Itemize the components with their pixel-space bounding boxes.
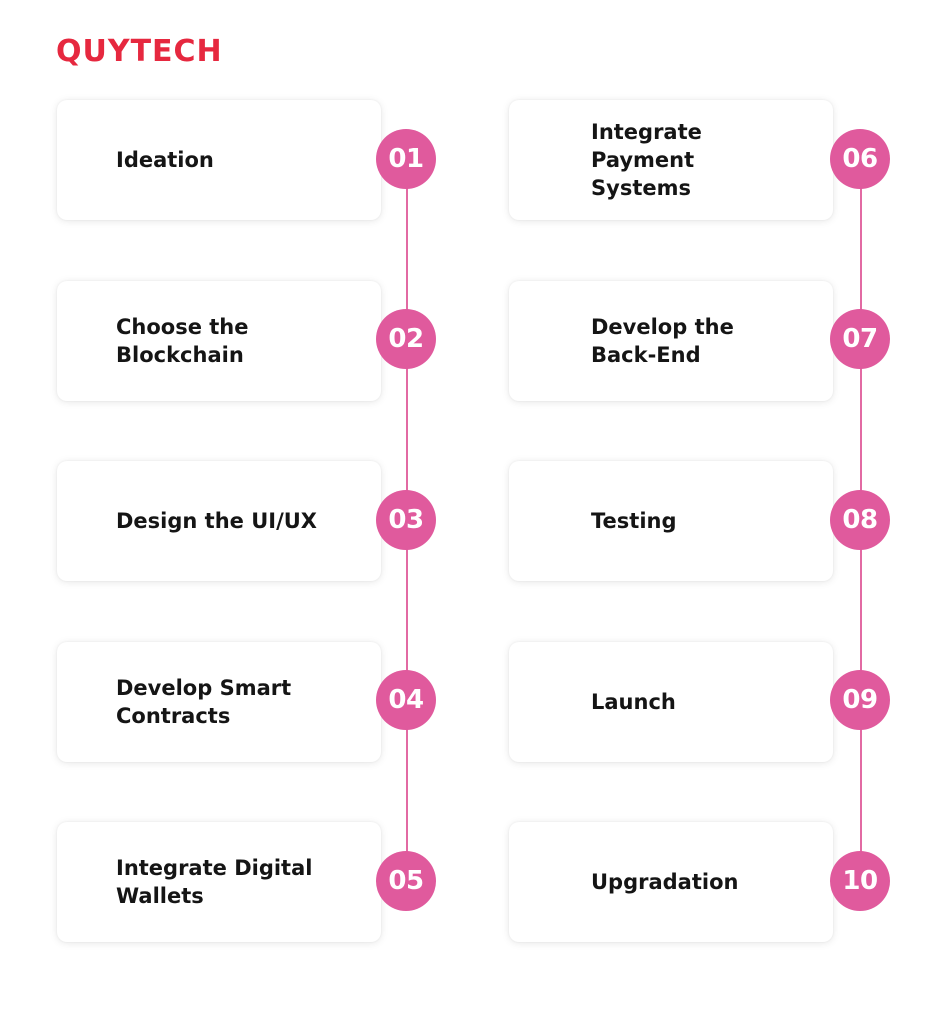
step-card-10: Upgradation — [509, 822, 833, 942]
step-number-badge-05: 05 — [376, 851, 436, 911]
step-label: Launch — [591, 690, 676, 714]
step-label: Design the UI/UX — [116, 509, 317, 533]
step-card-05: Integrate Digital Wallets — [57, 822, 381, 942]
step-number-badge-04: 04 — [376, 670, 436, 730]
quytech-logo: QUYTECH — [56, 34, 223, 69]
step-card-03: Design the UI/UX — [57, 461, 381, 581]
step-card-09: Launch — [509, 642, 833, 762]
step-label: Testing — [591, 509, 677, 533]
step-number-badge-08: 08 — [830, 490, 890, 550]
step-label: Develop Smart Contracts — [116, 676, 292, 728]
step-card-08: Testing — [509, 461, 833, 581]
step-card-04: Develop Smart Contracts — [57, 642, 381, 762]
step-number-badge-09: 09 — [830, 670, 890, 730]
step-label: Choose the Blockchain — [116, 315, 249, 367]
step-label: Develop the Back-End — [591, 315, 734, 367]
step-number-badge-10: 10 — [830, 851, 890, 911]
step-number-badge-07: 07 — [830, 309, 890, 369]
step-number-badge-01: 01 — [376, 129, 436, 189]
step-label: Integrate Digital Wallets — [116, 856, 313, 908]
step-number-badge-02: 02 — [376, 309, 436, 369]
step-card-06: Integrate Payment Systems — [509, 100, 833, 220]
step-label: Upgradation — [591, 870, 739, 894]
step-number-badge-06: 06 — [830, 129, 890, 189]
step-number-badge-03: 03 — [376, 490, 436, 550]
step-label: Integrate Payment Systems — [591, 120, 702, 200]
step-card-02: Choose the Blockchain — [57, 281, 381, 401]
step-label: Ideation — [116, 148, 214, 172]
step-card-07: Develop the Back-End — [509, 281, 833, 401]
step-card-01: Ideation — [57, 100, 381, 220]
